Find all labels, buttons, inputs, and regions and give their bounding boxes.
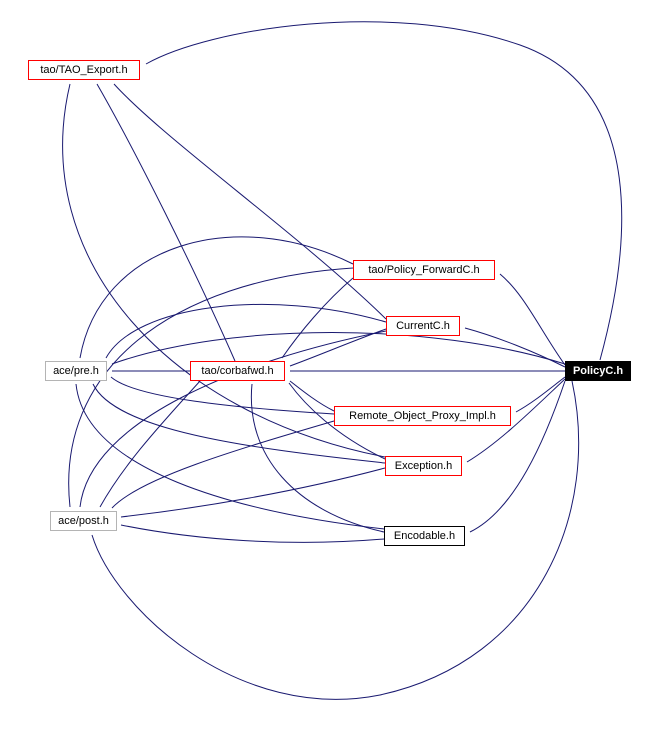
edge-policy_forward-to-ace_post — [68, 267, 354, 508]
node-ace_post[interactable]: ace/post.h — [50, 511, 117, 531]
edge-encodable-to-ace_pre — [75, 383, 385, 530]
node-policyc: PolicyC.h — [565, 361, 631, 381]
edge-encodable-to-ace_post — [120, 524, 385, 543]
node-encodable[interactable]: Encodable.h — [384, 526, 465, 546]
edge-exception-to-corbafwd — [288, 382, 386, 460]
edge-policyc-to-remote — [515, 376, 566, 413]
node-corbafwd[interactable]: tao/corbafwd.h — [190, 361, 285, 381]
edge-currentc-to-tao_export — [113, 83, 387, 320]
edge-policyc-to-ace_pre — [111, 332, 566, 365]
edge-remote-to-ace_pre — [110, 376, 335, 415]
node-policy_forward[interactable]: tao/Policy_ForwardC.h — [353, 260, 495, 280]
node-remote[interactable]: Remote_Object_Proxy_Impl.h — [334, 406, 511, 426]
node-exception[interactable]: Exception.h — [385, 456, 462, 476]
edge-currentc-to-ace_post — [79, 330, 387, 508]
edge-policy_forward-to-corbafwd — [281, 277, 354, 359]
edge-policyc-to-policy_forward — [499, 273, 566, 366]
node-ace_pre[interactable]: ace/pre.h — [45, 361, 107, 381]
edge-exception-to-ace_post — [120, 467, 386, 518]
edge-policyc-to-currentc — [464, 327, 566, 368]
edge-corbafwd-to-tao_export — [96, 83, 236, 362]
edge-encodable-to-corbafwd — [250, 383, 385, 533]
edge-exception-to-ace_pre — [92, 383, 386, 464]
edge-policyc-to-tao_export — [145, 21, 623, 361]
edge-exception-to-tao_export — [62, 83, 386, 458]
edge-policyc-to-exception — [466, 378, 566, 463]
edge-policy_forward-to-ace_pre — [79, 236, 354, 359]
edge-remote-to-corbafwd — [289, 380, 335, 412]
edge-corbafwd-to-ace_post — [99, 380, 201, 508]
edge-policyc-to-ace_post — [91, 380, 580, 700]
edge-currentc-to-ace_pre — [105, 303, 387, 359]
node-tao_export[interactable]: tao/TAO_Export.h — [28, 60, 140, 80]
node-currentc[interactable]: CurrentC.h — [386, 316, 460, 336]
edge-policyc-to-encodable — [469, 380, 566, 533]
